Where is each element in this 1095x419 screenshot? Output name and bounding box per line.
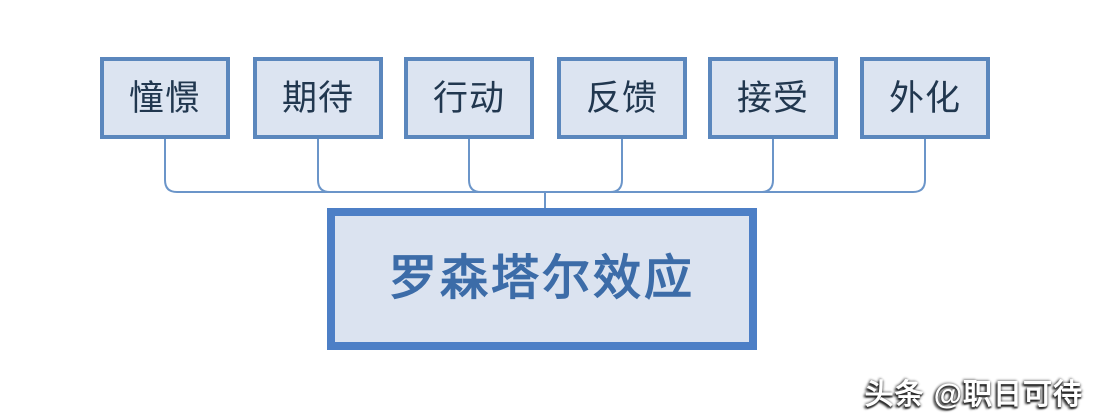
connector-node-4 bbox=[609, 139, 623, 193]
node-label: 行动 bbox=[432, 78, 505, 118]
node-box-expectation: 期待 bbox=[253, 57, 383, 139]
node-box-longing: 憧憬 bbox=[100, 57, 230, 139]
node-box-action: 行动 bbox=[404, 57, 534, 139]
connector-node-6 bbox=[912, 139, 926, 193]
main-topic-box: 罗森塔尔效应 bbox=[327, 208, 757, 350]
watermark: 头条 @职日可待 bbox=[864, 379, 1083, 411]
node-label: 期待 bbox=[281, 78, 354, 118]
connector-node-2 bbox=[317, 139, 331, 193]
node-label: 接受 bbox=[736, 78, 809, 118]
node-box-externalize: 外化 bbox=[860, 57, 990, 139]
node-box-feedback: 反馈 bbox=[557, 57, 687, 139]
node-label: 憧憬 bbox=[128, 78, 201, 118]
connector-node-1 bbox=[164, 139, 178, 193]
node-box-accept: 接受 bbox=[708, 57, 838, 139]
node-label: 反馈 bbox=[585, 78, 658, 118]
connector-node-3 bbox=[468, 139, 482, 193]
main-topic-label: 罗森塔尔效应 bbox=[388, 252, 695, 305]
connector-node-5 bbox=[760, 139, 774, 193]
node-label: 外化 bbox=[888, 78, 961, 118]
